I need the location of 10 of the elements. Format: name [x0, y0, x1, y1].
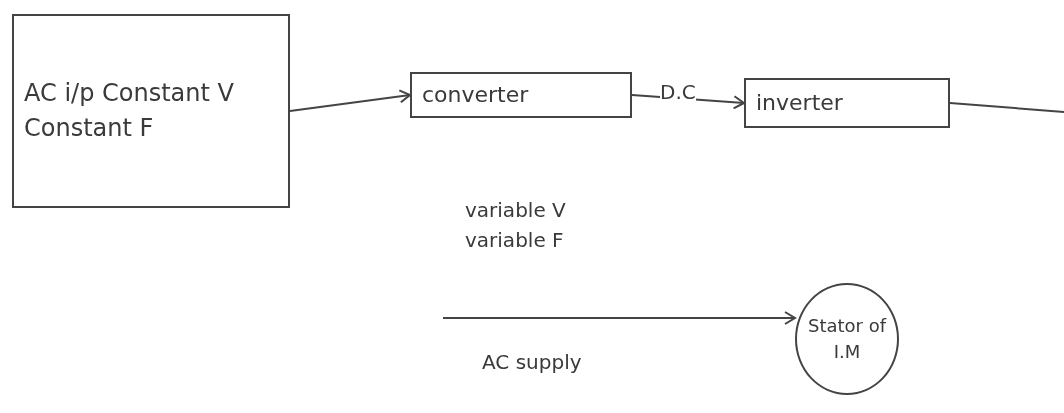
node-text: converter	[422, 81, 529, 110]
arrow	[442, 311, 796, 325]
block-box	[744, 78, 950, 128]
node-text: inverter	[756, 89, 843, 118]
block-box	[12, 14, 290, 208]
node-text: AC i/p Constant V Constant F	[24, 78, 235, 144]
arrow	[289, 89, 411, 112]
node-text: Stator of I.M	[806, 313, 888, 364]
block-box	[410, 72, 632, 118]
stator-circle	[795, 283, 899, 395]
